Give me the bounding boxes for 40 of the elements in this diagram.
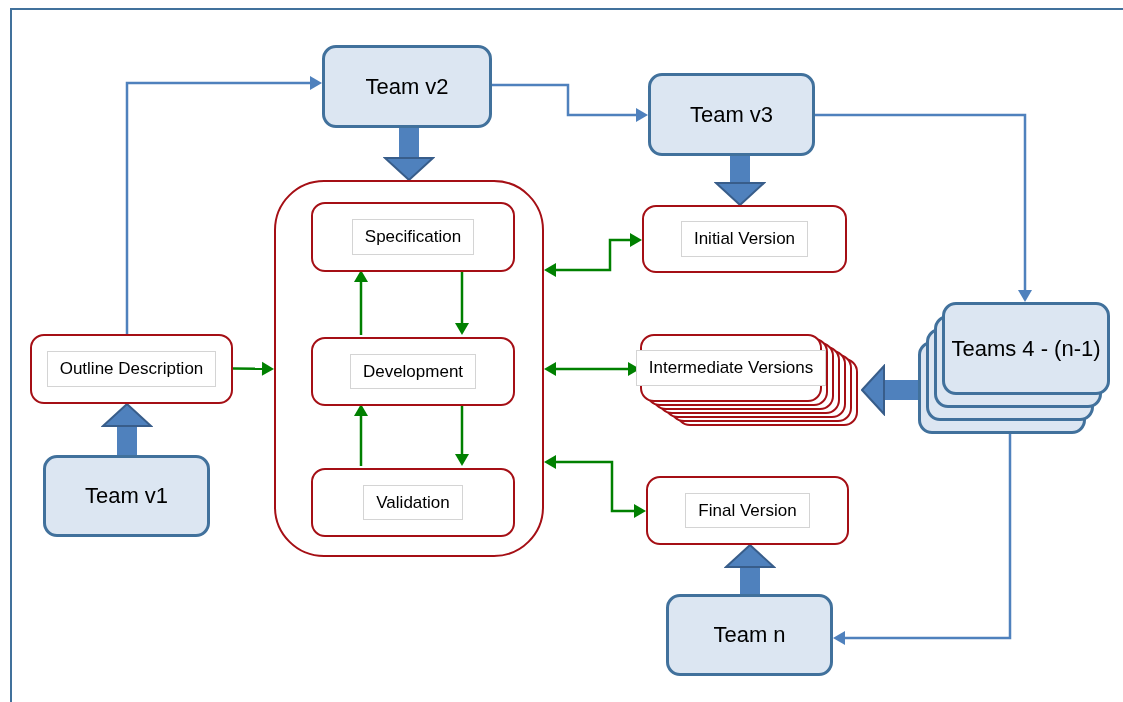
team-label: Teams 4 - (n-1) [951,334,1101,363]
step-label: Outline Description [46,351,217,387]
step-label: Validation [363,484,463,521]
arrow [455,404,469,466]
team-box [322,45,492,128]
arrow [833,434,1012,645]
team-box [666,594,833,676]
block-arrow [715,156,765,206]
step-label: Intermediate Versions [635,350,827,386]
team-box [648,73,815,156]
arrow [455,270,469,335]
arrow [354,404,368,466]
process-group [274,180,544,557]
process-box [311,337,515,406]
arrow [125,76,322,334]
team-label: Team v3 [689,100,774,129]
arrow [544,455,646,518]
step-label: Initial Version [680,221,809,257]
block-arrow [861,365,918,415]
stacked-boxes [918,302,1110,434]
arrow [815,113,1032,302]
step-label: Development [349,353,477,390]
process-box [646,476,849,545]
process-box [642,205,847,273]
team-label: Team n [713,621,786,649]
process-box [311,202,515,272]
team-label: Team v2 [365,72,449,101]
block-arrow [102,403,152,455]
process-box [311,468,515,537]
team-box [43,455,210,537]
step-label: Specification [351,219,475,255]
block-arrow [384,128,434,181]
arrow [492,83,648,122]
block-arrow [725,544,775,594]
step-label: Final Version [685,492,810,529]
process-box [30,334,233,404]
arrow [544,233,642,277]
arrow [233,361,274,376]
team-label: Team v1 [84,482,169,510]
arrow [354,270,368,335]
